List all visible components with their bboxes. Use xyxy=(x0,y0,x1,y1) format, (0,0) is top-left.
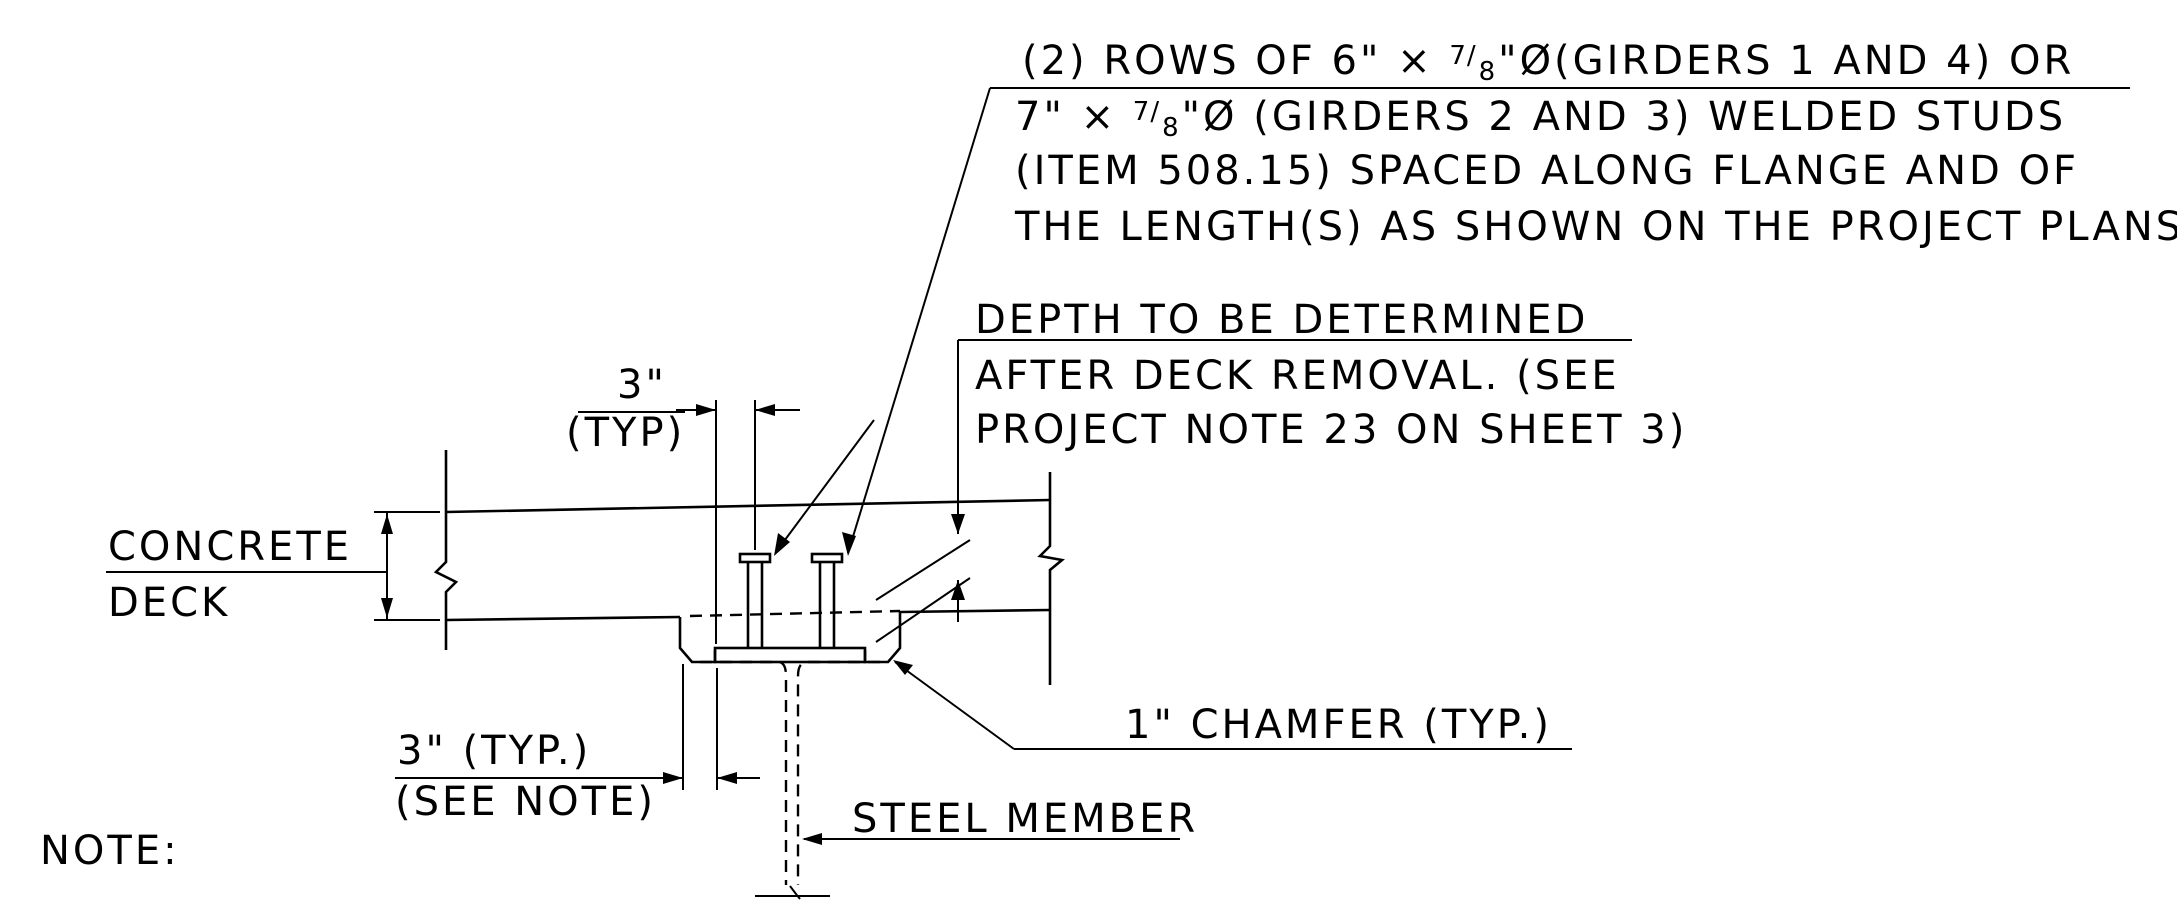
studs-note-line-2: 7" × 7/8"Ø (GIRDERS 2 AND 3) WELDED STUD… xyxy=(1015,94,2066,143)
chamfer-label: 1" CHAMFER (TYP.) xyxy=(1125,702,1552,748)
shear-stud-left xyxy=(738,552,772,648)
top-spacing-value: 3" xyxy=(617,362,667,408)
bottom-spacing-note: (SEE NOTE) xyxy=(395,779,656,825)
bottom-spacing-dimension xyxy=(395,664,760,790)
steel-member-label: STEEL MEMBER xyxy=(852,796,1198,842)
chamfer-callout xyxy=(893,660,1572,750)
studs-note-line-1: (2) ROWS OF 6" × 7/8"Ø(GIRDERS 1 AND 4) … xyxy=(1022,38,2074,87)
removal-hatch xyxy=(875,539,971,643)
top-spacing-dimension xyxy=(578,400,800,644)
top-flange xyxy=(713,646,867,664)
depth-note-line-1: DEPTH TO BE DETERMINED xyxy=(975,297,1588,343)
depth-note-line-2: AFTER DECK REMOVAL. (SEE xyxy=(975,353,1620,399)
steel-member-web xyxy=(700,660,880,900)
studs-note-line-4: THE LENGTH(S) AS SHOWN ON THE PROJECT PL… xyxy=(1014,204,2177,250)
note-heading: NOTE: xyxy=(40,828,180,874)
concrete-deck-label-2: DECK xyxy=(108,580,230,626)
bottom-spacing-value: 3" (TYP.) xyxy=(397,728,591,774)
depth-note-line-3: PROJECT NOTE 23 ON SHEET 3) xyxy=(975,407,1687,453)
steel-member-callout xyxy=(802,833,1180,845)
concrete-deck-label-1: CONCRETE xyxy=(108,524,352,570)
studs-callout xyxy=(774,87,2130,556)
top-spacing-typ: (TYP) xyxy=(566,410,685,456)
studs-note-line-3: (ITEM 508.15) SPACED ALONG FLANGE AND OF xyxy=(1015,148,2079,194)
depth-callout xyxy=(951,339,1632,622)
concrete-deck xyxy=(433,450,1065,685)
deck-thickness-dimension xyxy=(106,511,440,621)
shear-stud-right xyxy=(810,552,844,648)
